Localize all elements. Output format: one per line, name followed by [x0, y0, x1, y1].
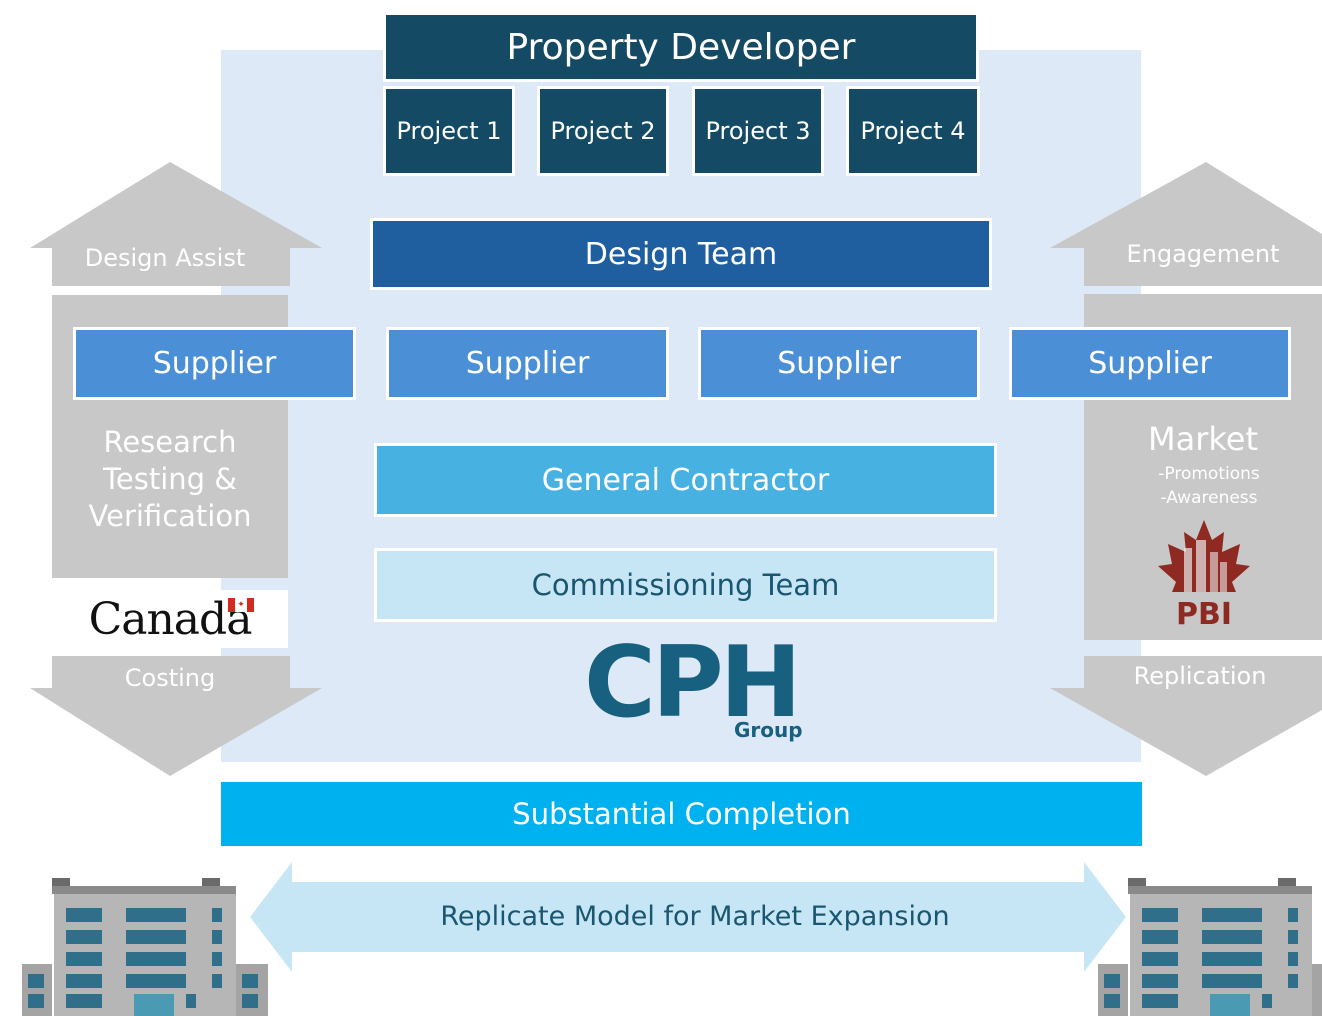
supplier-box-1: Supplier — [73, 327, 356, 400]
substantial-completion-bar: Substantial Completion — [221, 782, 1142, 846]
project-box-4: Project 4 — [846, 86, 980, 176]
building-icon-right — [1098, 878, 1322, 1016]
canada-wordmark: Canada — [88, 593, 253, 645]
project-box-1: Project 1 — [383, 86, 515, 176]
general-contractor-box: General Contractor — [374, 443, 997, 517]
engagement-label: Engagement — [1126, 240, 1280, 268]
supplier-box-2: Supplier — [386, 327, 669, 400]
pbi-logo: PBI — [1158, 520, 1250, 628]
research-line-1: Research — [103, 425, 237, 459]
design-assist-arrow — [30, 162, 322, 286]
canada-flag-icon: ✦ — [228, 598, 254, 612]
supplier-box-3: Supplier — [698, 327, 980, 400]
replicate-double-arrow — [250, 862, 1126, 972]
supplier-box-4: Supplier — [1009, 327, 1291, 400]
cph-logo-sub: Group — [734, 718, 803, 742]
design-team-box: Design Team — [370, 218, 992, 290]
research-line-2: Testing & — [103, 462, 237, 496]
replication-label: Replication — [1133, 662, 1267, 690]
market-item-promotions: -Promotions — [1158, 464, 1260, 484]
market-items: -Promotions -Awareness — [1114, 462, 1304, 510]
project-box-3: Project 3 — [692, 86, 824, 176]
cph-group-logo: CPH Group — [584, 634, 814, 750]
costing-arrow — [30, 656, 322, 776]
market-title: Market — [1148, 420, 1258, 458]
replication-arrow — [1050, 656, 1322, 776]
project-box-2: Project 2 — [537, 86, 669, 176]
commissioning-team-box: Commissioning Team — [374, 548, 997, 622]
costing-label: Costing — [124, 664, 216, 692]
building-icon-left — [22, 878, 268, 1016]
engagement-arrow — [1050, 162, 1322, 286]
cph-logo-main: CPH — [584, 626, 802, 740]
replicate-model-label: Replicate Model for Market Expansion — [440, 900, 950, 932]
diagram-background-panel — [221, 50, 1141, 762]
research-line-3: Verification — [88, 499, 252, 533]
pbi-logo-text: PBI — [1176, 597, 1232, 628]
research-text: Research Testing & Verification — [52, 424, 288, 535]
property-developer-box: Property Developer — [383, 12, 979, 82]
design-assist-label: Design Assist — [84, 244, 246, 272]
canada-wordmark-logo: Canada ✦ — [52, 590, 288, 648]
market-item-awareness: -Awareness — [1160, 488, 1258, 508]
